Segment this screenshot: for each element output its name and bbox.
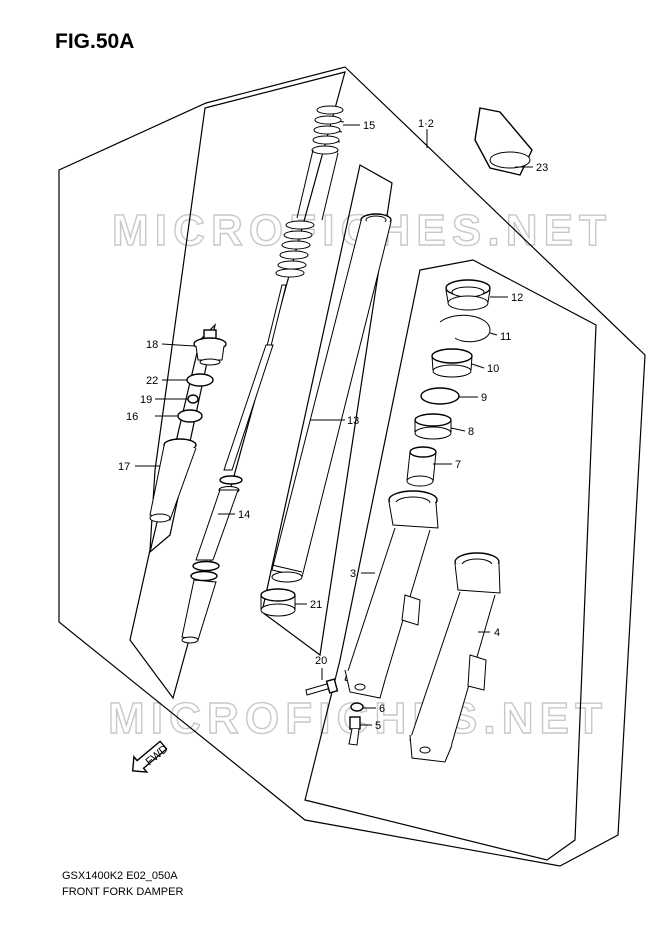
callout-10: 10 xyxy=(487,363,499,375)
leader-lines xyxy=(135,124,533,726)
callout-8: 8 xyxy=(468,426,474,438)
drain-bolt xyxy=(348,716,361,746)
callout-11: 11 xyxy=(500,331,511,343)
spring-washer xyxy=(177,409,203,423)
callout-14: 14 xyxy=(238,509,250,521)
callout-17: 17 xyxy=(118,461,130,473)
damper-rod xyxy=(181,284,287,644)
model-code: GSX1400K2 E02_050A xyxy=(62,870,178,882)
callout-23: 23 xyxy=(536,162,548,174)
callout-6: 6 xyxy=(379,703,385,715)
retaining-ring xyxy=(439,314,491,343)
callout-22: 22 xyxy=(146,375,158,387)
callout-16: 16 xyxy=(126,411,138,423)
oil-seal-washer xyxy=(420,387,460,405)
callout-13: 13 xyxy=(347,415,359,427)
dust-seal xyxy=(445,279,491,311)
section-name: FRONT FORK DAMPER xyxy=(62,886,184,898)
outer-tube-left xyxy=(344,490,439,699)
lock-nut xyxy=(187,394,199,404)
axle-bolt xyxy=(305,678,339,696)
spring-lower xyxy=(275,220,315,278)
callout-15: 15 xyxy=(363,120,375,132)
forward-label: FWD xyxy=(144,743,171,768)
assembly-frame-outer xyxy=(58,66,646,867)
spring-spacer xyxy=(149,438,197,523)
gasket xyxy=(350,702,364,712)
fork-cylinder xyxy=(271,213,392,583)
bushing-21 xyxy=(260,588,296,617)
callout-7: 7 xyxy=(455,459,461,471)
callout-9: 9 xyxy=(481,392,487,404)
callout-1-2: 1·2 xyxy=(418,118,434,130)
callout-19: 19 xyxy=(140,394,152,406)
guide-bushing xyxy=(406,446,437,487)
callout-4: 4 xyxy=(494,627,500,639)
cap-bolt xyxy=(193,329,227,366)
slide-bushing xyxy=(414,413,452,440)
callout-5: 5 xyxy=(375,720,381,732)
callout-20: 20 xyxy=(315,655,327,667)
callout-21: 21 xyxy=(310,599,322,611)
oil-seal xyxy=(431,348,473,378)
spring-upper xyxy=(311,105,345,155)
fork-protector xyxy=(474,107,533,176)
assembly-frame-damper-rod xyxy=(129,71,346,700)
assembly-frame-cylinder xyxy=(261,164,393,657)
outer-tube-right xyxy=(409,552,501,763)
spring-guide-tube xyxy=(296,149,339,221)
callout-3: 3 xyxy=(350,568,356,580)
figure-caption: GSX1400K2 E02_050A FRONT FORK DAMPER xyxy=(62,868,183,900)
figure-title: FIG.50A xyxy=(55,30,135,53)
o-ring xyxy=(186,373,214,387)
forward-arrow-icon xyxy=(131,740,168,773)
callout-18: 18 xyxy=(146,339,158,351)
callout-12: 12 xyxy=(511,292,523,304)
